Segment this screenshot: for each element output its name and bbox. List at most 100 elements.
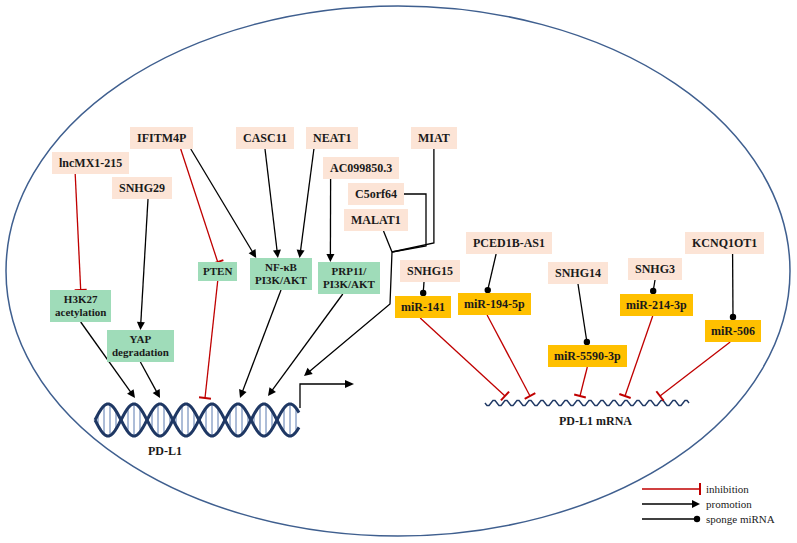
node-label: SNHG14 — [555, 266, 601, 280]
connector-line — [75, 174, 81, 290]
arrow-head — [239, 389, 246, 398]
lncrna-box: MALAT1 — [344, 209, 408, 231]
connector-line — [488, 254, 496, 290]
regulation-edge — [420, 282, 426, 296]
inhibition-bar — [199, 397, 211, 398]
gene-label: PD-L1 — [148, 444, 182, 459]
connector-line — [580, 367, 587, 396]
leader-line — [487, 315, 535, 399]
connector-line — [660, 342, 730, 396]
regulation-edge — [265, 149, 281, 258]
connector-line — [301, 149, 314, 251]
mirna-box: miR-141 — [395, 296, 451, 318]
leader-line — [199, 281, 218, 399]
mirna-box: miR-506 — [705, 320, 761, 342]
node-label: IFITM4P — [137, 131, 186, 145]
inhibition-bar — [574, 395, 586, 398]
connector-line — [642, 518, 697, 519]
legend-sample — [642, 516, 700, 522]
lncrna-box: SNHG15 — [400, 260, 460, 282]
mechanism-box: H3K27 acetylation — [50, 290, 111, 322]
node-label: SNHG3 — [635, 262, 675, 276]
regulation-edge — [485, 254, 497, 293]
connector-line — [578, 284, 587, 342]
lncrna-box: SNHG3 — [628, 258, 682, 280]
connector-line — [140, 362, 156, 392]
node-label: AC099850.3 — [330, 161, 392, 175]
mirna-box: miR-214-3p — [620, 294, 693, 316]
connector-line — [243, 290, 282, 392]
regulation-edge — [326, 179, 334, 262]
dna-rung — [266, 404, 267, 435]
regulation-edge — [191, 149, 256, 258]
regulation-edge — [297, 149, 314, 258]
lncrna-box: KCNQ1OT1 — [685, 232, 764, 254]
node-label: SNHG15 — [407, 264, 453, 278]
connector-line — [642, 488, 700, 489]
mechanism-box: YAP degradation — [107, 330, 174, 362]
node-label: H3K27 acetylation — [55, 293, 106, 318]
converging-line — [304, 252, 392, 376]
dna-strand — [95, 404, 299, 436]
node-label: miR-141 — [401, 300, 445, 314]
connector-line — [141, 199, 148, 323]
dna-rung — [110, 404, 111, 435]
lncrna-box: PCED1B-AS1 — [466, 232, 552, 254]
leader-line — [574, 367, 587, 397]
dna-helix — [95, 404, 299, 436]
mirna-box: miR-5590-3p — [548, 345, 627, 367]
regulation-edge — [181, 149, 224, 264]
legend-text: sponge miRNA — [706, 513, 775, 525]
lncrna-box: lncMX1-215 — [52, 152, 129, 174]
connector-line — [384, 231, 393, 252]
arrow-head — [268, 387, 276, 396]
lncrna-box: C5orf64 — [348, 183, 404, 205]
connector-line — [265, 149, 277, 251]
connector-line — [420, 318, 505, 396]
mechanism-box: PTEN — [198, 262, 237, 281]
dna-rung — [128, 408, 129, 432]
dna-strand — [95, 404, 299, 436]
node-label: PCED1B-AS1 — [473, 236, 545, 250]
mechanism-box: PRP11/ PI3K/AKT — [318, 262, 380, 294]
regulation-edge — [578, 284, 590, 345]
leader-line — [239, 290, 281, 398]
lncrna-box: AC099850.3 — [323, 157, 399, 179]
dna-rung — [206, 408, 207, 432]
legend-text: promotion — [706, 498, 752, 510]
leader-line — [656, 342, 730, 401]
legend-text: inhibition — [706, 483, 749, 495]
legend-sample — [642, 483, 700, 495]
regulation-edge — [650, 280, 656, 294]
leader-line — [268, 294, 343, 396]
node-label: miR-5590-3p — [554, 349, 621, 363]
dna-rung — [104, 406, 105, 434]
connector-line — [330, 179, 332, 255]
arrow-head — [273, 250, 281, 258]
cell-outline — [6, 6, 790, 536]
arrow-head — [304, 368, 313, 376]
lncrna-box: SNHG29 — [112, 177, 172, 199]
inhibition-bar — [501, 392, 509, 401]
mechanism-box: NF-κB PI3K/AKT — [250, 258, 312, 290]
inhibition-bar — [656, 391, 663, 401]
connector-line — [625, 316, 653, 396]
arrow-head — [326, 254, 334, 262]
node-label: KCNQ1OT1 — [692, 236, 757, 250]
node-label: YAP degradation — [112, 333, 169, 358]
dna-rung — [260, 406, 261, 434]
lncrna-box: IFITM4P — [130, 127, 193, 149]
node-label: lncMX1-215 — [59, 156, 122, 170]
regulation-edge — [137, 199, 148, 330]
inhibition-bar — [699, 483, 701, 495]
dna-rung — [134, 404, 135, 436]
node-label: SNHG29 — [119, 181, 165, 195]
node-label: CASC11 — [243, 131, 287, 145]
connector-line — [205, 281, 218, 398]
node-label: NEAT1 — [313, 131, 351, 145]
node-label: miR-194-5p — [464, 297, 525, 311]
dna-rung — [296, 408, 297, 432]
mirna-box: miR-194-5p — [458, 293, 531, 315]
node-label: PRP11/ PI3K/AKT — [323, 265, 375, 290]
